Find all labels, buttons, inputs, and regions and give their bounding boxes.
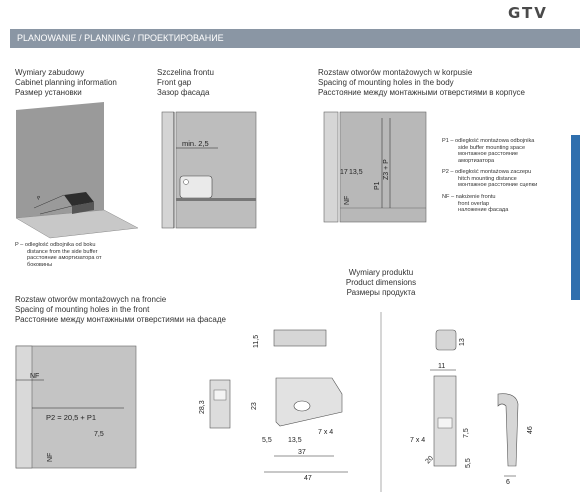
dim-47: 47 (304, 475, 312, 482)
dim-p1: P1 (374, 181, 381, 190)
note-p-distance: P – odległość odbojnika od boku distance… (15, 242, 102, 268)
dim-17: 17 (340, 169, 348, 176)
dim-7x4: 7 x 4 (318, 429, 333, 436)
dim-6: 6 (506, 479, 510, 486)
legend-p1: P1 – odległość montażowa odbojnika side … (442, 138, 535, 164)
dim-z3p: Z3 + P (383, 159, 390, 180)
front-gap-drawing: min. 2,5 (161, 111, 257, 229)
dim-13: 13 (459, 338, 466, 346)
product-dims-hitch-drawing: 13 11 7,5 7 x 4 5,5 20 46 6 (410, 329, 534, 486)
dim-37: 37 (298, 449, 306, 456)
dim-nf-body: NF (344, 196, 351, 205)
dim-46: 46 (527, 426, 534, 434)
section-divider (380, 312, 382, 492)
product-dims-front-drawing: 28,3 (199, 379, 231, 429)
dim-23: 23 (251, 402, 258, 410)
dim-7x4-hitch: 7 x 4 (410, 437, 425, 444)
dim-p2-formula: P2 = 20,5 + P1 (46, 413, 96, 422)
product-dims-side-drawing: 11,5 23 5,5 13,5 7 x 4 37 47 (251, 329, 348, 482)
sidebar-tab[interactable] (571, 135, 580, 300)
dim-p-label: P (36, 195, 42, 202)
dim-28-3: 28,3 (199, 400, 206, 414)
dim-20: 20 (424, 455, 435, 466)
dim-11: 11 (438, 363, 445, 370)
dim-7-5-hitch: 7,5 (463, 428, 470, 438)
dim-min-gap: min. 2,5 (182, 139, 209, 148)
dim-nf-front-vert: NF (47, 453, 54, 462)
section-banner: PLANOWANIE / PLANNING / ПРОЕКТИРОВАНИЕ (10, 29, 580, 48)
dim-11-5: 11,5 (253, 335, 260, 348)
legend-nf: NF – nałożenie frontu front overlap нало… (442, 194, 509, 214)
installation-drawing: P (15, 102, 139, 239)
legend-p2: P2 – odległość montażowa zaczepu hitch m… (442, 169, 538, 189)
body-holes-drawing: 17 13,5 P1 Z3 + P NF (323, 111, 427, 223)
front-holes-drawing: NF P2 = 20,5 + P1 7,5 NF (15, 345, 137, 469)
dim-13-5: 13,5 (349, 169, 363, 176)
brand-logo: GTV (508, 4, 548, 22)
dim-13-5-product: 13,5 (288, 437, 302, 444)
dim-nf-front: NF (30, 373, 39, 380)
dim-5-5-hitch: 5,5 (465, 458, 472, 468)
dim-5-5: 5,5 (262, 437, 272, 444)
dim-7-5-front: 7,5 (94, 431, 104, 438)
